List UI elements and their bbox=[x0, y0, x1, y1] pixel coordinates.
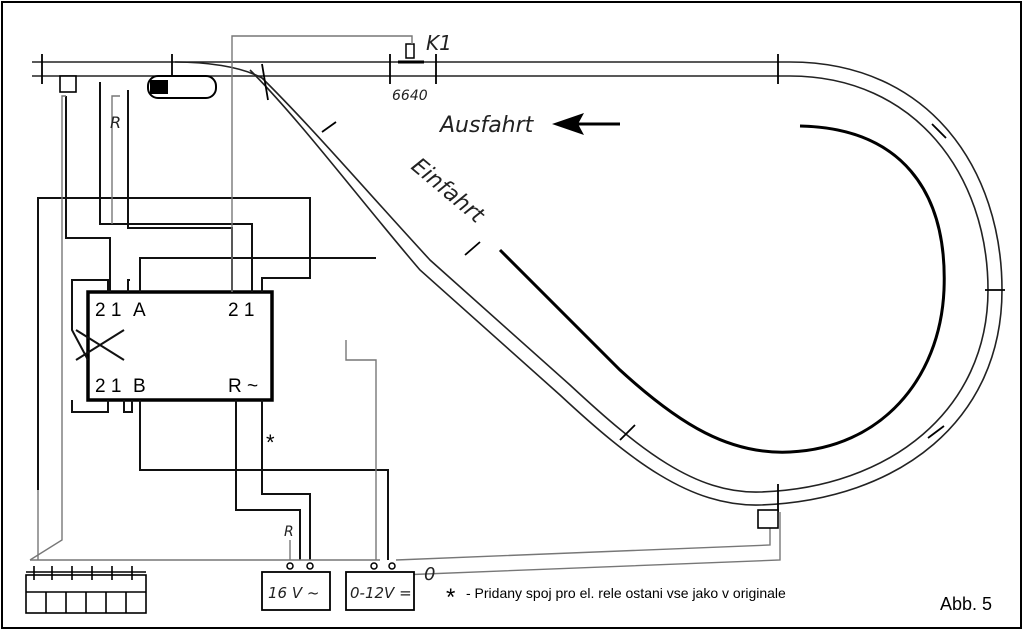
exit-label: Ausfahrt bbox=[438, 113, 535, 138]
legend-text: - Pridany spoj pro el. rele ostani vse j… bbox=[466, 585, 786, 601]
track-joints bbox=[41, 54, 1005, 512]
relay-bottom-b: B bbox=[133, 376, 146, 397]
feeder-right bbox=[757, 509, 779, 529]
contact-k1 bbox=[398, 43, 424, 64]
relay-top-right: 2 1 bbox=[228, 300, 254, 321]
feeder-left bbox=[59, 75, 77, 93]
supply-terminals bbox=[286, 562, 396, 570]
relay-bottom-right: R ~ bbox=[228, 376, 258, 397]
wires bbox=[37, 82, 389, 560]
dc-supply-box bbox=[345, 571, 415, 611]
ac-supply-label: 16 V ~ bbox=[268, 584, 319, 602]
switch-motor bbox=[147, 75, 217, 99]
relay-top-a: A bbox=[133, 300, 146, 321]
relay-bottom-left: 2 1 bbox=[95, 376, 121, 397]
switch-panel bbox=[25, 566, 147, 614]
figure-label: Abb. 5 bbox=[940, 594, 992, 614]
contact-number-label: 6640 bbox=[392, 88, 428, 104]
exit-arrowhead bbox=[552, 113, 584, 135]
relay-block bbox=[86, 290, 274, 402]
dc-supply-label: 0-12V = bbox=[350, 584, 412, 602]
resistor-label-bottom: R bbox=[284, 524, 294, 540]
zero-label: 0 bbox=[424, 564, 435, 585]
resistor-label-top: R bbox=[110, 113, 121, 132]
legend-star: * bbox=[446, 584, 455, 611]
relay-top-left: 2 1 bbox=[95, 300, 121, 321]
stud-line bbox=[498, 124, 946, 454]
entry-label: Einfahrt bbox=[406, 153, 490, 229]
added-wire-asterisk: * bbox=[266, 430, 275, 455]
contact-k1-label: K1 bbox=[426, 31, 452, 55]
ac-supply-box bbox=[261, 571, 331, 611]
